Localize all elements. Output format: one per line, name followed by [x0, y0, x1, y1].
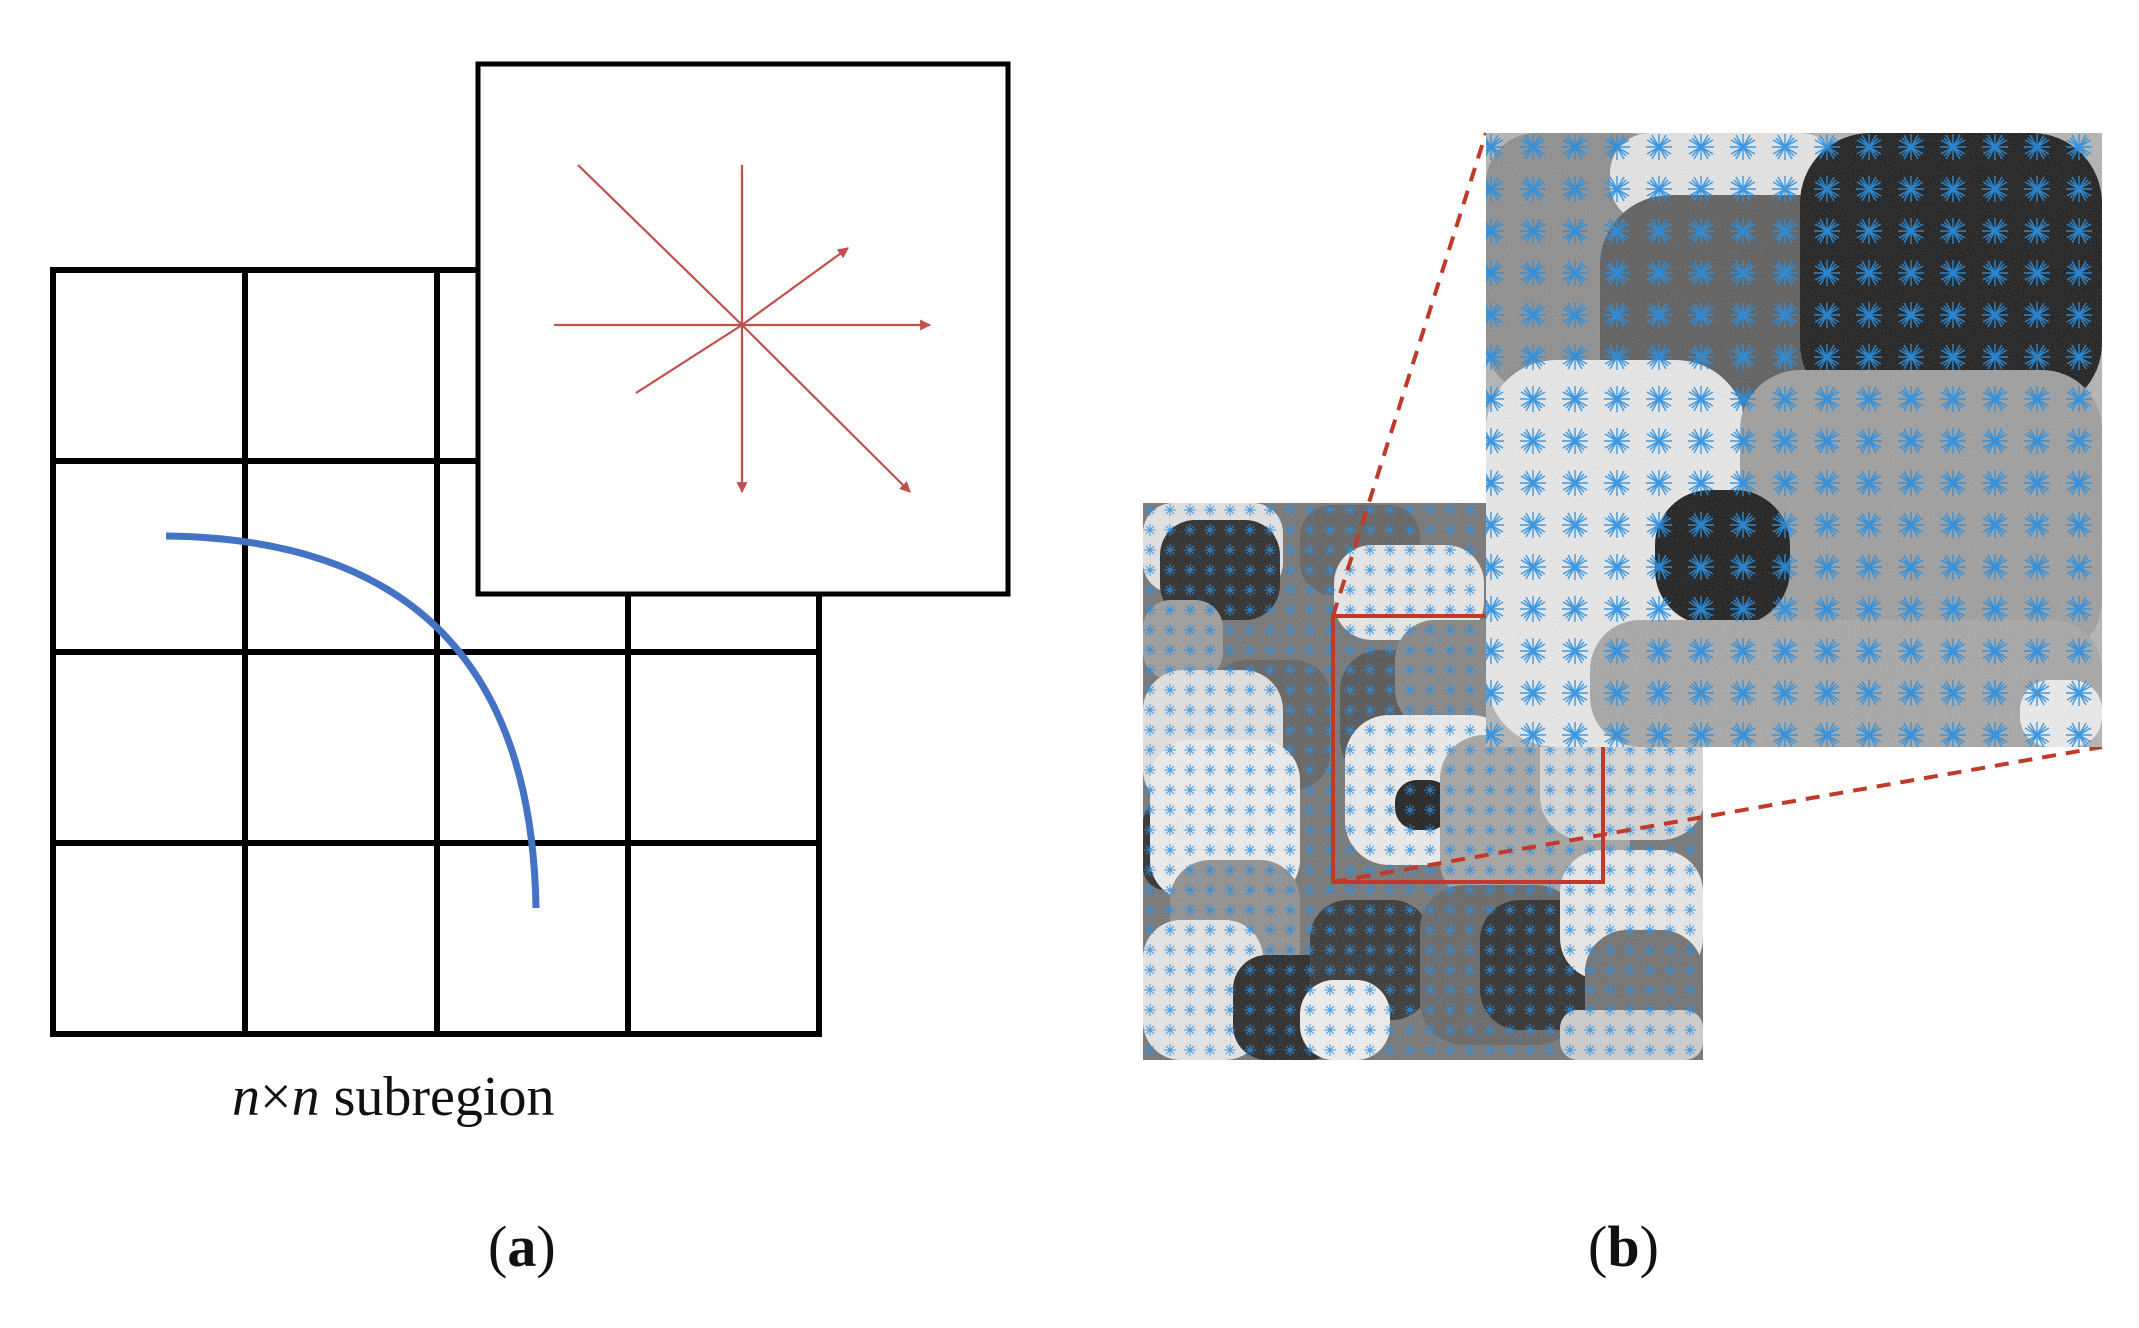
orientation-line [577, 164, 743, 326]
subregion-caption: n×n subregion [232, 1065, 554, 1129]
caption-times: × [260, 1066, 292, 1128]
descriptor-inset-box [475, 61, 1011, 597]
panel-b [1143, 132, 2103, 1060]
panel-a [50, 61, 1011, 1037]
zoomed-texture-image [1486, 133, 2102, 747]
zoom-connectors [1331, 132, 2103, 884]
zoom-selection-box [1331, 614, 1605, 884]
panel-b-label: (b) [1588, 1214, 1659, 1279]
caption-var-n-second: n [291, 1066, 320, 1128]
panel-a-label: (a) [488, 1214, 556, 1279]
orientation-line [635, 324, 743, 394]
arrow-down-right [741, 324, 911, 493]
caption-var-n: n [232, 1066, 260, 1128]
blue-arc-curve [165, 532, 540, 909]
orientation-arrows [736, 247, 932, 494]
arrow-up-right [741, 247, 849, 326]
orientation-lines [554, 164, 744, 394]
connector-line [1331, 132, 1488, 617]
caption-text: subregion [319, 1066, 555, 1128]
keypoint-markers-large [1486, 133, 2102, 747]
connector-line [1332, 745, 2103, 884]
